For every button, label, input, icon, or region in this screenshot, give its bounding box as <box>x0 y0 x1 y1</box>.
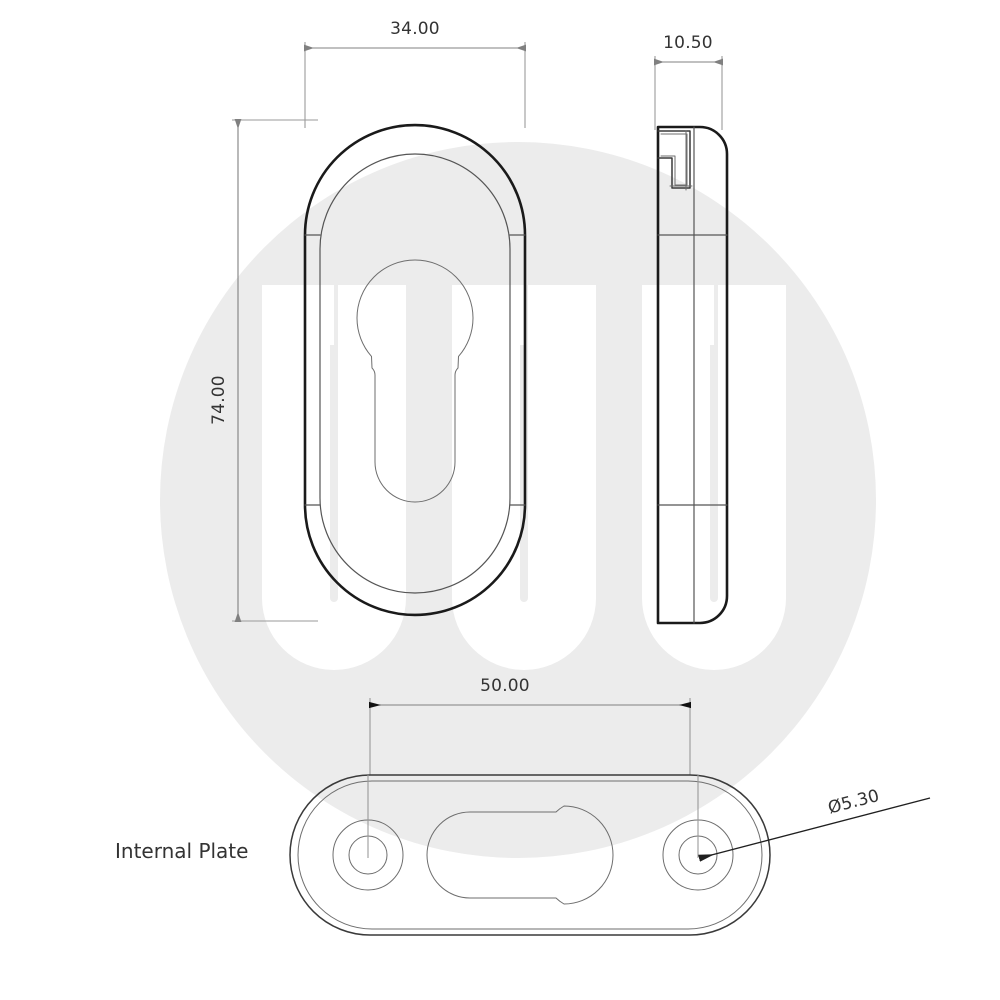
front-keyhole <box>356 259 474 503</box>
dimension-label-hole-diameter: Ø5.30 <box>826 786 882 819</box>
callout-hole-diameter: Ø5.30 <box>698 786 931 862</box>
dimension-front-width: 34.00 <box>304 19 526 128</box>
plate-chamfer-line <box>297 780 763 930</box>
front-view <box>303 123 527 617</box>
watermark-m-mark <box>262 285 786 670</box>
side-notch-inner <box>660 133 688 186</box>
dimension-label-plate-hole-spacing: 50.00 <box>480 676 530 696</box>
plate-keyhole <box>426 805 614 905</box>
watermark-logo <box>160 142 876 858</box>
dimension-side-thickness: 10.50 <box>654 33 723 130</box>
front-inner-rim <box>319 153 511 594</box>
dimension-label-front-height: 74.00 <box>209 375 229 425</box>
internal-plate-label: Internal Plate <box>115 839 248 863</box>
dimension-front-height: 74.00 <box>209 119 318 622</box>
side-outer-profile <box>656 125 729 625</box>
dimension-plate-hole-spacing: 50.00 <box>369 676 691 775</box>
plate-outer-profile <box>289 774 771 936</box>
side-view <box>656 125 729 625</box>
dimension-label-side-thickness: 10.50 <box>663 33 713 53</box>
dimension-label-front-width: 34.00 <box>390 19 440 39</box>
side-notch-step <box>657 130 691 189</box>
internal-plate-view <box>289 774 771 936</box>
